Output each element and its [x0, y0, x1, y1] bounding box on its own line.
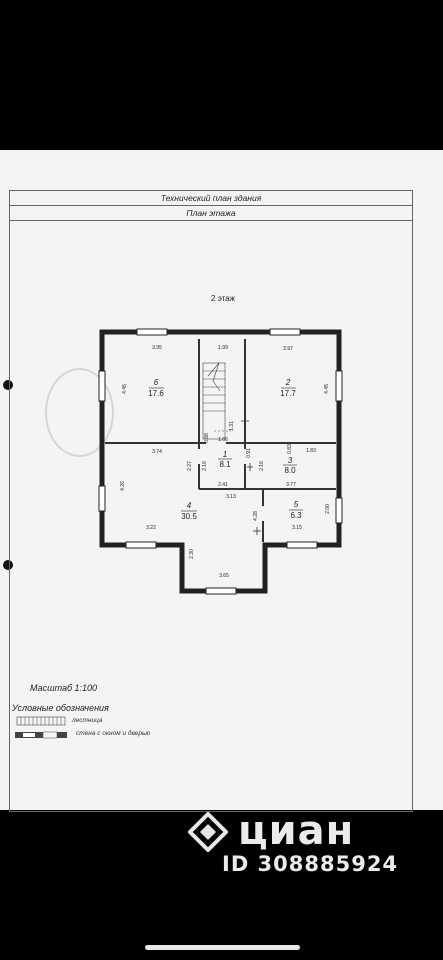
dim-1.99: 1.99: [218, 345, 228, 351]
dim-0.91: 0.91: [246, 448, 252, 458]
room-5-area: 6.3: [290, 511, 302, 520]
dim-2.16-right: 2.16: [259, 461, 265, 471]
dim-2.41: 2.41: [218, 482, 228, 488]
room-2-area: 17.7: [280, 389, 296, 398]
legend-symbols: [15, 716, 67, 739]
binder-hole-bottom: [3, 560, 13, 570]
dim-4.26: 4.26: [120, 481, 126, 491]
legend-label-wall: стена с окном и дверью: [76, 730, 151, 737]
stamp-seal: [45, 368, 114, 457]
room-1-number: 1: [223, 450, 227, 459]
room-5-number: 5: [294, 500, 299, 509]
watermark-brand: циан: [238, 808, 355, 854]
dim-3.65: 3.65: [219, 573, 229, 579]
dim-1.83: 1.83: [306, 448, 316, 454]
dim-4.45-right: 4.45: [324, 384, 330, 394]
dim-2.00: 2.00: [325, 504, 331, 514]
floor-plan-drawing: 2 этаж: [15, 294, 343, 739]
room-4-area: 30.5: [181, 512, 197, 521]
dim-3.74: 3.74: [152, 449, 162, 455]
floor-label: 2 этаж: [211, 294, 236, 303]
floor-plan-document: Технический план здания План этажа 2 эта…: [0, 150, 443, 812]
room-4-number: 4: [187, 501, 192, 510]
door-gaps: [197, 441, 265, 521]
cian-logo-icon: [187, 811, 229, 856]
document-frame: Технический план здания План этажа 2 эта…: [9, 190, 413, 812]
room-6-area: 17.6: [148, 389, 164, 398]
document-header-title: Технический план здания: [10, 191, 412, 206]
dim-2.30: 2.30: [189, 549, 195, 559]
dim-3.22: 3.22: [146, 525, 156, 531]
room-3-number: 3: [288, 456, 293, 465]
dim-3.77: 3.77: [286, 482, 296, 488]
room-1-area: 8.1: [219, 460, 231, 469]
dim-3.13: 3.13: [226, 494, 236, 500]
dim-3.95: 3.95: [152, 345, 162, 351]
room-6-number: 6: [154, 378, 159, 387]
home-indicator[interactable]: [145, 945, 300, 950]
binder-hole-top: [3, 380, 13, 390]
dim-1.66: 1.66: [218, 437, 228, 443]
legend-title: Условные обозначения: [12, 703, 109, 713]
dim-2.27: 2.27: [187, 461, 193, 471]
room-2-number: 2: [285, 378, 291, 387]
dim-0.98: 0.98: [204, 433, 210, 443]
dim-0.83: 0.83: [287, 444, 293, 454]
dim-4.28: 4.28: [253, 511, 259, 521]
windows: [98, 328, 343, 595]
dim-1.31: 1.31: [229, 421, 235, 431]
room-3-area: 8.0: [284, 466, 296, 475]
dim-3.15: 3.15: [292, 525, 302, 531]
dim-2.16-left: 2.16: [202, 461, 208, 471]
dim-4.45-left: 4.45: [122, 384, 128, 394]
dimension-ticks: [241, 417, 261, 535]
staircase: [202, 362, 231, 440]
document-header-subtitle: План этажа: [10, 206, 412, 221]
legend-label-stairs: лестница: [72, 717, 103, 724]
watermark-id: ID 308885924: [222, 852, 399, 876]
scale-text: Масштаб 1:100: [30, 683, 98, 693]
dim-3.97: 3.97: [283, 346, 293, 352]
